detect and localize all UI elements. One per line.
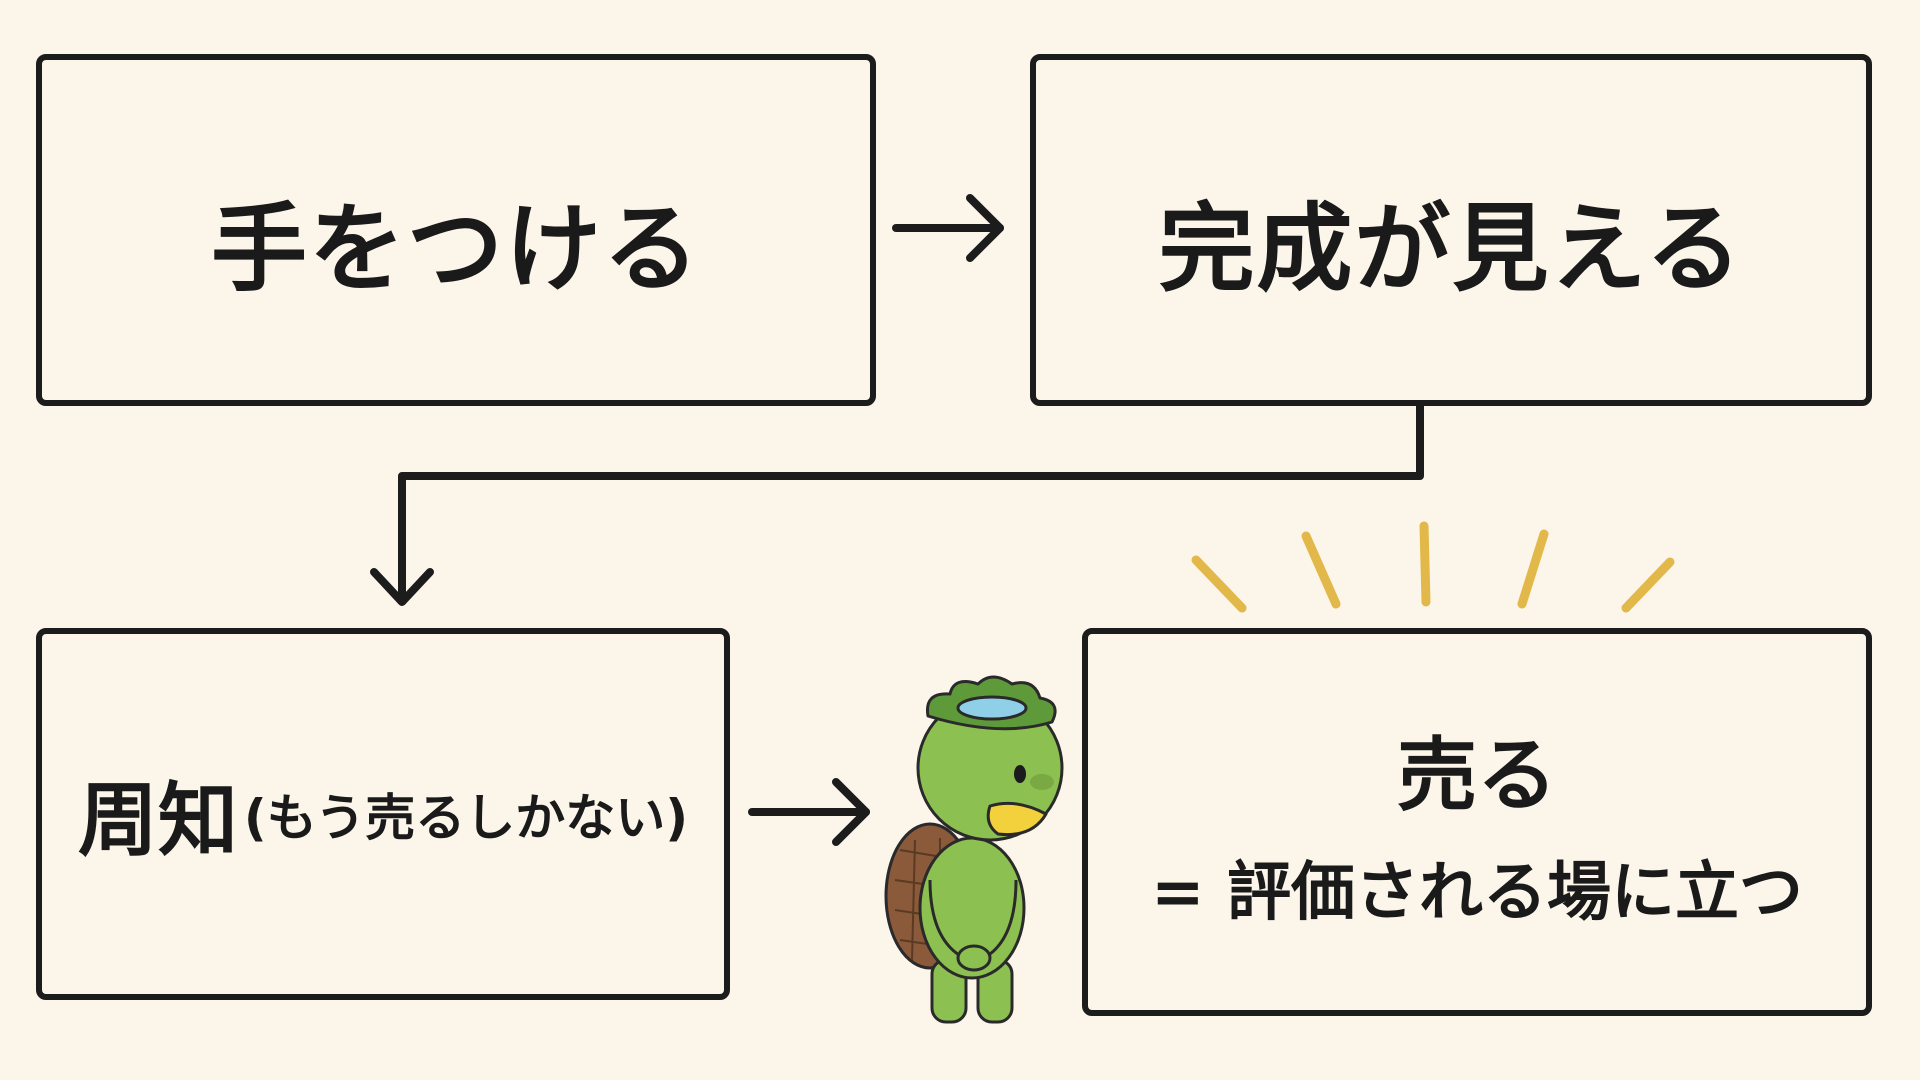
step-box-completion: 完成が見える — [1030, 54, 1872, 406]
arrow-down-icon — [370, 402, 1424, 606]
kappa-character-icon — [884, 675, 1064, 1024]
step-label-announce: 周知 — [77, 774, 238, 867]
step-label-announce-row: 周知 (もう売るしかない) — [78, 756, 688, 872]
arrow-right-icon — [892, 194, 1004, 262]
sparkle-rays-icon — [1191, 521, 1675, 613]
arrow-right-icon — [748, 778, 870, 846]
step-label-start: 手をつける — [211, 192, 701, 305]
step-note-announce: (もう売るしかない) — [243, 789, 689, 847]
step-label-sell: 売る — [1397, 729, 1557, 822]
step-box-start: 手をつける — [36, 54, 876, 406]
step-label-sell-line2: = 評価される場に立つ — [1151, 856, 1803, 930]
step-box-sell: 売る = 評価される場に立つ — [1082, 628, 1872, 1016]
step-box-announce: 周知 (もう売るしかない) — [36, 628, 730, 1000]
step-label-completion: 完成が見える — [1158, 192, 1744, 305]
